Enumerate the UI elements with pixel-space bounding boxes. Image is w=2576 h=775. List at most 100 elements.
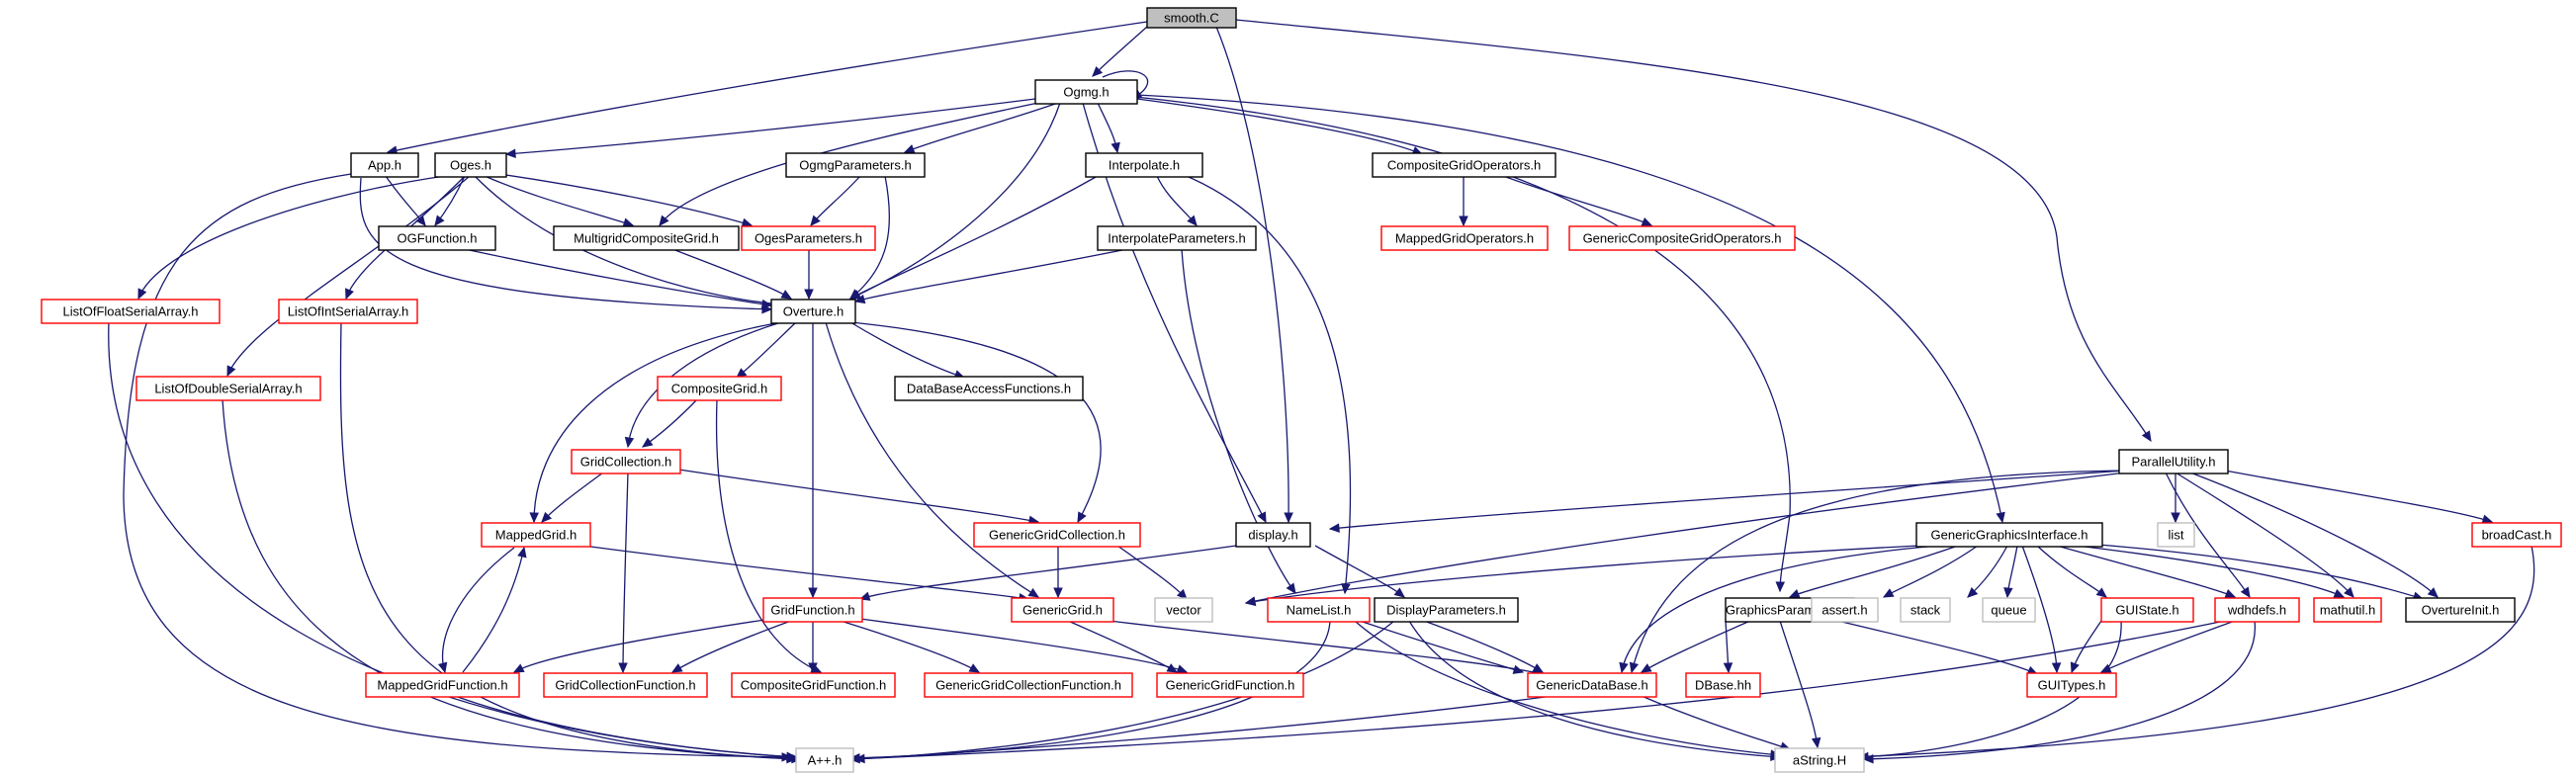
node-gcfunc[interactable]: GridCollectionFunction.h — [543, 672, 708, 698]
edge-lodouble-app2 — [222, 398, 797, 760]
node-label: A++.h — [808, 753, 843, 768]
node-lodouble[interactable]: ListOfDoubleSerialArray.h — [135, 376, 321, 401]
node-oges[interactable]: Oges.h — [434, 152, 507, 178]
node-box — [1146, 7, 1237, 29]
arrowhead — [1775, 581, 1786, 593]
arrowhead — [1629, 661, 1640, 674]
node-gdb[interactable]: GenericDataBase.h — [1527, 672, 1657, 698]
arrowhead — [1027, 587, 1040, 598]
node-box — [1811, 597, 1879, 623]
arrowhead — [2333, 588, 2346, 598]
node-mgops[interactable]: MappedGridOperators.h — [1380, 225, 1549, 251]
node-label: mathutil.h — [2320, 603, 2375, 618]
arrowhead — [1788, 589, 1801, 598]
node-guistate[interactable]: GUIState.h — [2100, 597, 2194, 623]
node-cgops[interactable]: CompositeGridOperators.h — [1372, 152, 1556, 178]
node-interpparams[interactable]: InterpolateParameters.h — [1097, 225, 1257, 251]
node-display[interactable]: display.h — [1235, 522, 1311, 548]
arrowhead — [137, 288, 147, 301]
node-label: Overture.h — [783, 304, 844, 319]
node-box — [770, 299, 856, 324]
node-box — [2100, 597, 2194, 623]
arrowhead — [968, 663, 981, 673]
node-assert[interactable]: assert.h — [1811, 597, 1879, 623]
edge-genericgrid-gdb — [1092, 618, 1544, 675]
node-label: assert.h — [1821, 603, 1867, 618]
node-guitypes[interactable]: GUITypes.h — [2026, 672, 2117, 698]
node-box — [762, 597, 863, 623]
node-ggfunc[interactable]: GenericGridFunction.h — [1156, 672, 1304, 698]
node-mgfunc[interactable]: MappedGridFunction.h — [365, 672, 520, 698]
arrowhead — [504, 148, 516, 158]
node-dbaf[interactable]: DataBaseAccessFunctions.h — [894, 376, 1084, 401]
node-label: DBase.hh — [1695, 678, 1751, 693]
node-label: GridFunction.h — [770, 603, 854, 618]
node-overture[interactable]: Overture.h — [770, 299, 856, 324]
arrowhead — [2003, 587, 2013, 599]
edge-app-ogfunction — [385, 175, 426, 226]
node-smooth[interactable]: smooth.C — [1146, 7, 1237, 29]
node-genericgrid[interactable]: GenericGrid.h — [1011, 597, 1114, 623]
node-label: OgesParameters.h — [755, 231, 862, 246]
edge-mappedgrid-mgfunc — [441, 547, 515, 673]
node-stack[interactable]: stack — [1900, 597, 1951, 623]
node-box — [894, 376, 1084, 401]
node-cgfunc[interactable]: CompositeGridFunction.h — [731, 672, 896, 698]
node-gridcoll[interactable]: GridCollection.h — [571, 449, 681, 474]
node-box — [2026, 672, 2117, 698]
edge-ogmg-cgops — [1136, 98, 1423, 155]
edge-ogmg-ggi — [1136, 94, 2003, 523]
node-dispparams[interactable]: DisplayParameters.h — [1374, 597, 1519, 623]
node-parallel[interactable]: ParallelUtility.h — [2118, 449, 2229, 474]
node-box — [1034, 79, 1138, 105]
node-gridfunc[interactable]: GridFunction.h — [762, 597, 863, 623]
node-mappedgrid[interactable]: MappedGrid.h — [481, 522, 591, 548]
node-loint[interactable]: ListOfIntSerialArray.h — [278, 299, 418, 324]
node-astring[interactable]: aString.H — [1774, 747, 1865, 773]
node-box — [1900, 597, 1951, 623]
node-box — [657, 376, 782, 401]
node-queue[interactable]: queue — [1982, 597, 2036, 623]
node-label: DataBaseAccessFunctions.h — [907, 382, 1071, 396]
node-box — [2157, 522, 2195, 548]
node-vector[interactable]: vector — [1154, 597, 1213, 623]
edge-ggi-vector — [1245, 545, 1919, 604]
edges-layer — [108, 19, 2535, 760]
node-list[interactable]: list — [2157, 522, 2195, 548]
node-ogfunction[interactable]: OGFunction.h — [378, 225, 496, 251]
node-mathutil[interactable]: mathutil.h — [2313, 597, 2382, 623]
node-broadcast[interactable]: broadCast.h — [2471, 522, 2562, 548]
node-overtureinit[interactable]: OvertureInit.h — [2405, 597, 2516, 623]
node-app[interactable]: App.h — [350, 152, 419, 178]
arrowhead — [2099, 663, 2112, 673]
node-lofloat[interactable]: ListOfFloatSerialArray.h — [41, 299, 221, 324]
arrowhead — [1257, 511, 1267, 524]
arrowhead — [853, 753, 865, 764]
node-ogesparams[interactable]: OgesParameters.h — [741, 225, 876, 251]
node-ggi[interactable]: GenericGraphicsInterface.h — [1915, 522, 2103, 548]
node-ogmgparams[interactable]: OgmgParameters.h — [785, 152, 926, 178]
node-wdhdefs[interactable]: wdhdefs.h — [2214, 597, 2300, 623]
node-ggcfunc[interactable]: GenericGridCollectionFunction.h — [924, 672, 1133, 698]
node-label: Ogmg.h — [1063, 85, 1109, 100]
node-compgrid[interactable]: CompositeGrid.h — [657, 376, 782, 401]
node-label: ListOfDoubleSerialArray.h — [154, 382, 302, 396]
edge-mgfunc-app2 — [454, 695, 797, 758]
node-app2[interactable]: A++.h — [795, 747, 854, 773]
edge-multigrid-overture — [671, 248, 792, 300]
node-ggc[interactable]: GenericGridCollection.h — [973, 522, 1141, 548]
node-ogmg[interactable]: Ogmg.h — [1034, 79, 1138, 105]
arrowhead — [624, 436, 635, 449]
node-namelist[interactable]: NameList.h — [1267, 597, 1371, 623]
node-interpolate[interactable]: Interpolate.h — [1085, 152, 1203, 178]
edge-smooth-ogmg — [1092, 26, 1148, 77]
node-multigrid[interactable]: MultigridCompositeGrid.h — [553, 225, 740, 251]
node-dbase[interactable]: DBase.hh — [1685, 672, 1761, 698]
edge-wdhdefs-app2 — [849, 620, 2226, 760]
node-gcgops[interactable]: GenericCompositeGridOperators.h — [1568, 225, 1796, 251]
arrowhead — [541, 511, 553, 523]
node-label: GenericGridCollectionFunction.h — [935, 678, 1121, 693]
arrowhead — [2344, 586, 2354, 598]
node-box — [1568, 225, 1796, 251]
